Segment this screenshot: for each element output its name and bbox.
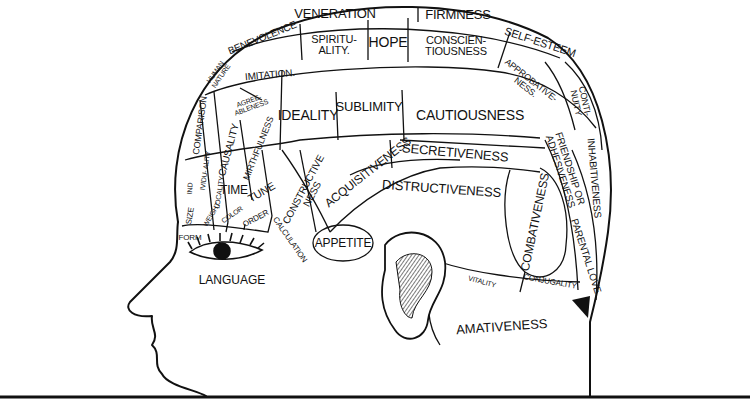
region-label: APPROBATIVE- NESS.	[491, 52, 565, 115]
brain-region: FRIENDSHIP OR ADHESIVENESS	[542, 124, 589, 216]
region-label: ORDER	[242, 209, 270, 229]
region-label: CONJUGALITY	[523, 273, 577, 290]
brain-region: INHABITIVENESS	[586, 138, 603, 219]
region-label: IMITATION.	[245, 68, 296, 82]
region-label: TUNE	[247, 180, 278, 204]
region-label: ACQUISITIVENESS	[323, 135, 414, 210]
brain-region: IMITATION.	[245, 68, 296, 82]
region-label: COMPARISON	[191, 95, 208, 155]
region-label: FORM	[179, 234, 202, 242]
brain-region: IND	[186, 182, 194, 194]
region-label: INHABITIVENESS	[586, 138, 603, 219]
region-label: DISTRUCTIVENESS	[382, 177, 502, 198]
brain-region: CONSTRUCTIVE NESS	[280, 152, 335, 232]
brain-region: TIME	[220, 184, 248, 196]
region-label: COLOR	[220, 204, 244, 223]
region-label: CAUTIOUSNESS	[416, 108, 524, 122]
region-label: COMBATIVENESS	[519, 172, 552, 272]
brain-region: FIRMNESS	[425, 8, 491, 21]
brain-region: CAUTIOUSNESS	[416, 108, 524, 122]
brain-region: TUNE	[247, 180, 278, 204]
brain-region: COMBATIVENESS	[519, 172, 552, 272]
region-label: APPETITE	[315, 237, 371, 249]
brain-region: IDEALITY	[278, 108, 339, 122]
region-label: IND	[186, 182, 194, 194]
brain-region: CONJUGALITY	[523, 273, 577, 290]
brain-region: APPETITE	[315, 237, 371, 249]
brain-region: FORM	[179, 234, 202, 242]
region-label: VENERATION	[294, 7, 376, 20]
region-label: CONSTRUCTIVE NESS	[280, 152, 335, 232]
brain-region: BENEVOLENCE	[226, 20, 297, 57]
region-label: SPIRITU- ALITY.	[305, 34, 363, 56]
region-label: HOPE	[369, 35, 408, 49]
brain-region: HUMAN NATURE	[201, 54, 235, 95]
area-label: LANGUAGE	[199, 274, 266, 286]
brain-region: HOPE	[369, 35, 408, 49]
region-label: VITALITY	[467, 274, 496, 288]
brain-region: CONSCIEN- TIOUSNESS	[411, 35, 501, 57]
region-label: FIRMNESS	[425, 8, 491, 21]
brain-region: SPIRITU- ALITY.	[305, 34, 363, 56]
brain-region: SIZE	[185, 207, 196, 225]
brain-region: DISTRUCTIVENESS	[382, 177, 502, 198]
brain-region: SUBLIMITY	[336, 100, 403, 113]
region-label: AGREE- ABLENESS	[229, 91, 271, 118]
brain-region: COLOR	[220, 204, 244, 223]
brain-region: COMPARISON	[191, 95, 208, 155]
area-label: AMATIVENESS	[456, 316, 548, 335]
brain-region: ORDER	[242, 209, 270, 229]
region-label: SUBLIMITY	[336, 100, 403, 113]
region-label: BENEVOLENCE	[226, 20, 297, 57]
region-label: TIME	[220, 184, 248, 196]
region-label: SELF-ESTEEM	[503, 25, 577, 58]
brain-region: SELF-ESTEEM	[503, 25, 577, 58]
region-label: HUMAN NATURE	[201, 54, 235, 95]
brain-region: ACQUISITIVENESS	[323, 135, 414, 210]
brain-region: VITALITY	[467, 274, 496, 288]
brain-region: VENERATION	[294, 7, 376, 20]
region-label: CONSCIEN- TIOUSNESS	[411, 35, 501, 57]
region-label: IDEALITY	[278, 108, 339, 122]
brain-region: APPROBATIVE- NESS.	[491, 52, 565, 115]
brain-region: AGREE- ABLENESS	[229, 91, 271, 118]
region-label: FRIENDSHIP OR ADHESIVENESS	[542, 124, 589, 216]
region-label: SIZE	[185, 207, 196, 225]
